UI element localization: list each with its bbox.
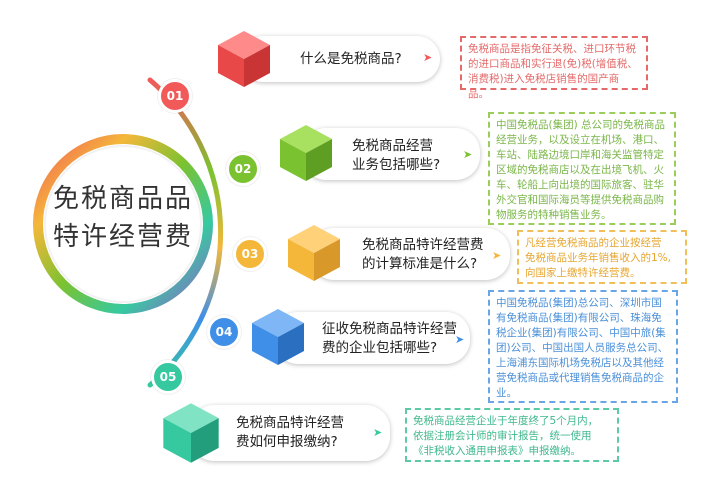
question-text-1: 什么是免税商品?	[300, 51, 402, 67]
question-text-2: 免税商品经营 业务包括哪些?	[352, 138, 441, 173]
number-badge-2: 02	[226, 152, 260, 186]
center-title: 免税商品品 特许经营费	[48, 180, 198, 256]
answer-box-4: 中国免税品(集团)总公司、深圳市国 有免税商品(集团)有限公司、珠海免 税企业(…	[488, 290, 678, 403]
answer-box-2: 中国免税品(集团) 总公司的免税商品 经营业务，以及设立在机场、港口、 车站、陆…	[488, 112, 676, 225]
arrow-icon-4: ➤	[455, 333, 465, 346]
question-text-4: 征收免税商品特许经营 费的企业包括哪些?	[322, 321, 457, 356]
arrow-icon-5: ➤	[373, 426, 383, 439]
cube-icon-3	[283, 222, 345, 288]
cube-icon-4	[247, 306, 309, 372]
arrow-icon-3: ➤	[492, 249, 502, 262]
center-title-line-2: 特许经营费	[52, 222, 193, 252]
question-pill-4	[274, 312, 470, 364]
cube-icon-2	[275, 122, 337, 188]
center-title-line-1: 免税商品品	[52, 184, 193, 214]
cube-icon-1	[213, 28, 275, 94]
question-text-5: 免税商品特许经营 费如何申报缴纳?	[236, 415, 344, 450]
outer-arc	[147, 77, 224, 388]
question-pill-1	[240, 36, 440, 82]
question-text-3: 免税商品特许经营费 的计算标准是什么?	[362, 237, 484, 272]
question-pill-3	[310, 228, 510, 280]
number-badge-5: 05	[151, 360, 185, 394]
answer-box-3: 凡经营免税商品的企业按经营 免税商品业务年销售收入的1%, 向国家上缴特许经营费…	[517, 230, 687, 284]
arrow-icon-1: ➤	[423, 51, 433, 64]
cube-icon-5	[158, 400, 224, 470]
question-pill-5	[190, 405, 390, 461]
number-badge-1: 01	[158, 79, 192, 113]
number-badge-4: 04	[207, 315, 241, 349]
number-badge-3: 03	[233, 237, 267, 271]
arrow-icon-2: ➤	[463, 148, 473, 161]
answer-box-5: 免税商品经营企业于年度终了5个月内， 依据注册会计师的审计报告，统一使用 《非税…	[405, 408, 619, 462]
answer-box-1: 免税商品是指免征关税、进口环节税 的进口商品和实行退(免)税(增值税、 消费税)…	[460, 36, 648, 100]
